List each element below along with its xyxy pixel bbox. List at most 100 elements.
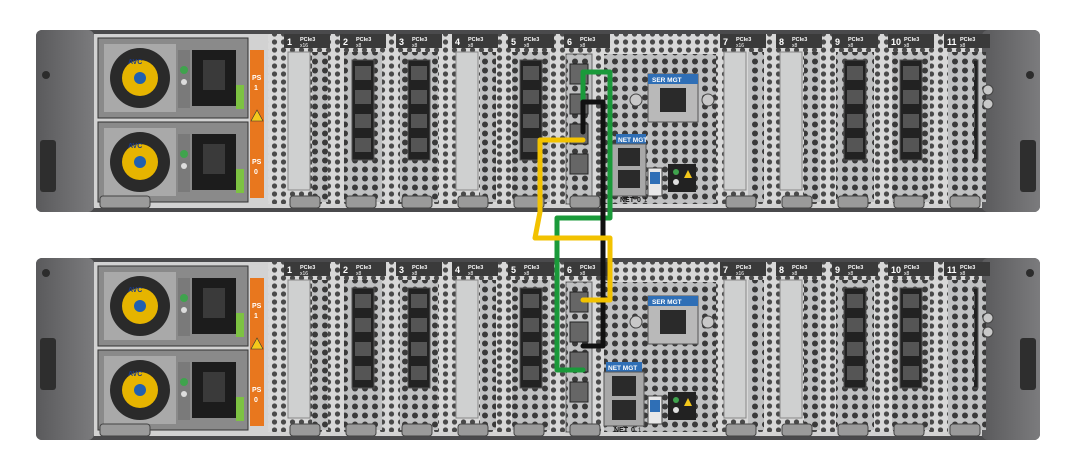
- slot-bus-label: PCIe3: [792, 37, 807, 43]
- slot-latch[interactable]: [837, 195, 869, 209]
- slot-latch[interactable]: [513, 195, 545, 209]
- slot-latch[interactable]: [569, 423, 601, 437]
- right-handle[interactable]: [1020, 140, 1036, 192]
- usb-port[interactable]: [650, 400, 660, 412]
- net-mgt-port[interactable]: [612, 376, 636, 396]
- cable-green[interactable]: [554, 69, 613, 373]
- fan-brand-label: AVC: [128, 287, 142, 294]
- card-port-block[interactable]: [899, 59, 923, 161]
- card-port-block[interactable]: [843, 287, 867, 389]
- slot6-port-3[interactable]: [569, 153, 589, 175]
- net-mgt-port[interactable]: [618, 148, 640, 166]
- net-label: 1: [638, 428, 642, 434]
- usb-port[interactable]: [650, 172, 660, 184]
- ser-mgt-port[interactable]: [660, 310, 686, 334]
- slot-bus-label: PCIe3: [524, 265, 539, 271]
- cable-black[interactable]: [580, 99, 606, 349]
- card-port-block[interactable]: [843, 59, 867, 161]
- right-handle[interactable]: [1020, 338, 1036, 390]
- slot-latch[interactable]: [781, 423, 813, 437]
- cable-yellow[interactable]: [532, 137, 613, 303]
- slot-number-label: 8: [779, 265, 784, 275]
- slot-latch[interactable]: [837, 423, 869, 437]
- slot-latch[interactable]: [401, 423, 433, 437]
- slot-latch[interactable]: [569, 195, 601, 209]
- left-handle[interactable]: [40, 140, 56, 192]
- slot-latch[interactable]: [893, 195, 925, 209]
- filler-panel: [779, 51, 803, 191]
- psu-label: PS: [252, 159, 262, 166]
- slot-number-label: 6: [567, 37, 572, 47]
- slot-latch[interactable]: [401, 195, 433, 209]
- psu-label: PS: [252, 75, 262, 82]
- net-label: 1: [644, 198, 648, 204]
- card-port-block[interactable]: [519, 59, 543, 161]
- power-supply-1[interactable]: [97, 37, 249, 119]
- bottom-latches: [99, 423, 981, 437]
- slot-latch[interactable]: [345, 195, 377, 209]
- slot-number-label: 1: [287, 265, 292, 275]
- slot-latch[interactable]: [345, 423, 377, 437]
- slot-latch[interactable]: [457, 195, 489, 209]
- psu-latch[interactable]: [99, 423, 151, 437]
- slot-width-label: x8: [468, 43, 474, 49]
- card-port-block[interactable]: [351, 287, 375, 389]
- card-port-block[interactable]: [407, 287, 431, 389]
- slot-width-label: x8: [848, 271, 854, 277]
- slot-latch[interactable]: [289, 195, 321, 209]
- power-supply-0[interactable]: [97, 121, 249, 203]
- slot-width-label: x8: [792, 43, 798, 49]
- slot-latch[interactable]: [949, 195, 981, 209]
- card-port-block[interactable]: [519, 287, 543, 389]
- slot-latch[interactable]: [725, 423, 757, 437]
- slot-latch[interactable]: [949, 423, 981, 437]
- slot6-port-1[interactable]: [569, 321, 589, 343]
- slot-latch[interactable]: [893, 423, 925, 437]
- net0-port[interactable]: [612, 400, 636, 420]
- slot-latch[interactable]: [513, 423, 545, 437]
- slot-bus-label: PCIe3: [736, 265, 751, 271]
- slot-bus-label: PCIe3: [468, 265, 483, 271]
- slot-number-label: 8: [779, 37, 784, 47]
- filler-panel: [723, 51, 747, 191]
- slot-width-label: x8: [580, 43, 586, 49]
- ser-mgt-port[interactable]: [660, 88, 686, 112]
- psu-label: PS: [252, 387, 262, 394]
- power-supply-0[interactable]: [97, 349, 249, 431]
- card-port-block[interactable]: [351, 59, 375, 161]
- slot6-port-3[interactable]: [569, 381, 589, 403]
- slot-latch[interactable]: [289, 423, 321, 437]
- psu-latch[interactable]: [99, 195, 151, 209]
- psu-label: 0: [254, 397, 258, 404]
- slot-latch[interactable]: [457, 423, 489, 437]
- card-port-block[interactable]: [899, 287, 923, 389]
- slot-latch[interactable]: [725, 195, 757, 209]
- slot-bus-label: PCIe3: [960, 265, 975, 271]
- net-mgt-label: NET MGT: [608, 365, 637, 372]
- card-port-block[interactable]: [407, 59, 431, 161]
- net0-port[interactable]: [618, 170, 640, 188]
- left-handle[interactable]: [40, 338, 56, 390]
- power-supply-1[interactable]: [97, 265, 249, 347]
- slot-latch[interactable]: [781, 195, 813, 209]
